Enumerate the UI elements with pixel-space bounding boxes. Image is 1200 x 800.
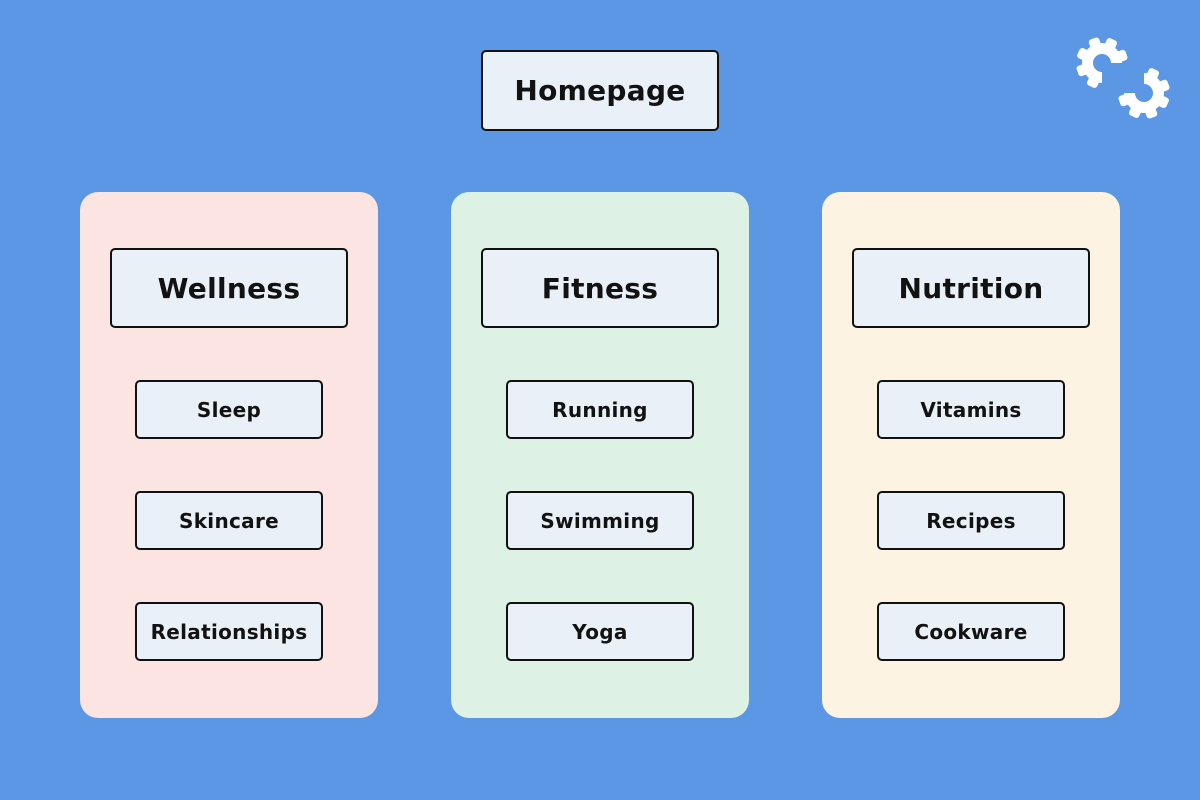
page-node-cookware[interactable]: Cookware xyxy=(877,602,1065,661)
page-node-sleep[interactable]: Sleep xyxy=(135,380,323,439)
category-label: Wellness xyxy=(157,271,301,305)
category-node-wellness[interactable]: Wellness xyxy=(110,248,348,328)
page-node-vitamins[interactable]: Vitamins xyxy=(877,380,1065,439)
category-label: Fitness xyxy=(541,271,659,305)
page-label: Yoga xyxy=(572,619,628,644)
category-column-wellness: Wellness Sleep Skincare Relationships xyxy=(80,192,378,718)
page-label: Vitamins xyxy=(920,397,1022,422)
category-label: Nutrition xyxy=(898,271,1044,305)
homepage-label: Homepage xyxy=(514,74,686,107)
page-node-relationships[interactable]: Relationships xyxy=(135,602,323,661)
page-node-recipes[interactable]: Recipes xyxy=(877,491,1065,550)
page-label: Swimming xyxy=(540,508,660,533)
category-column-fitness: Fitness Running Swimming Yoga xyxy=(451,192,749,718)
category-node-nutrition[interactable]: Nutrition xyxy=(852,248,1090,328)
page-node-running[interactable]: Running xyxy=(506,380,694,439)
page-node-swimming[interactable]: Swimming xyxy=(506,491,694,550)
category-column-nutrition: Nutrition Vitamins Recipes Cookware xyxy=(822,192,1120,718)
homepage-node[interactable]: Homepage xyxy=(481,50,719,131)
page-node-skincare[interactable]: Skincare xyxy=(135,491,323,550)
page-label: Recipes xyxy=(926,508,1016,533)
page-label: Skincare xyxy=(179,508,279,533)
category-node-fitness[interactable]: Fitness xyxy=(481,248,719,328)
interlocking-gears-icon xyxy=(1076,37,1170,119)
page-label: Sleep xyxy=(196,397,262,422)
page-label: Relationships xyxy=(150,619,308,644)
page-label: Cookware xyxy=(914,619,1028,644)
page-node-yoga[interactable]: Yoga xyxy=(506,602,694,661)
page-label: Running xyxy=(552,397,648,422)
